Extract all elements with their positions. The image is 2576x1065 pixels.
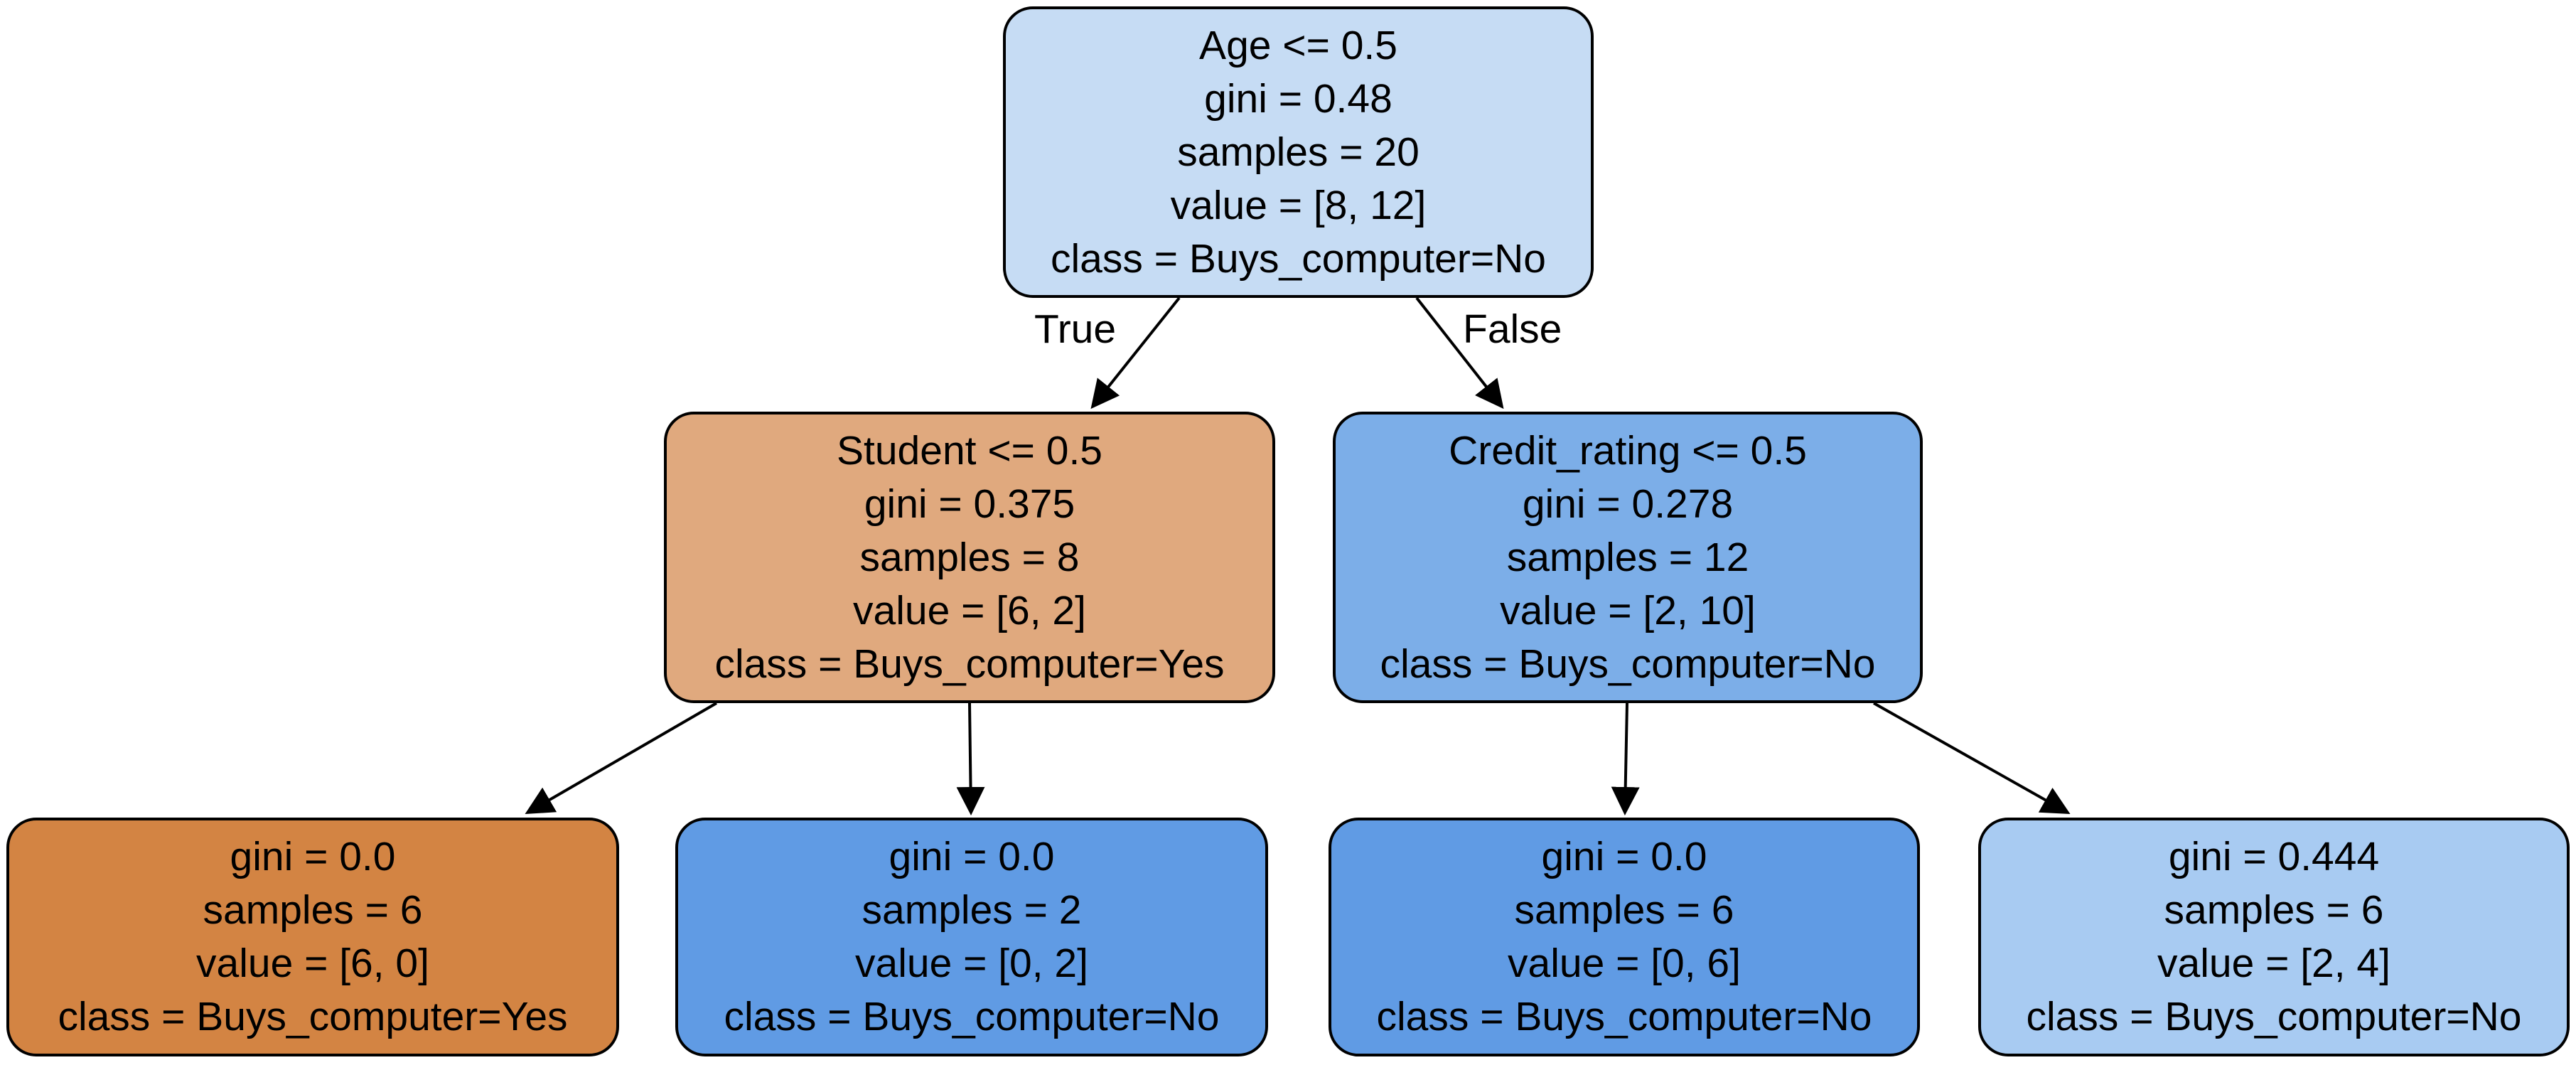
node-value: value = [0, 2]	[855, 941, 1088, 986]
tree-node-right: Credit_rating <= 0.5 gini = 0.278 sample…	[1333, 412, 1923, 703]
tree-leaf-left-right: gini = 0.0 samples = 2 value = [0, 2] cl…	[675, 818, 1268, 1056]
edge-label-false: False	[1463, 306, 1562, 352]
edge-right-to-right-right	[1873, 702, 2071, 814]
node-samples: samples = 6	[2164, 887, 2384, 933]
tree-leaf-left-left: gini = 0.0 samples = 6 value = [6, 0] cl…	[6, 818, 619, 1056]
node-value: value = [0, 6]	[1508, 941, 1741, 986]
edge-root-to-right	[1415, 296, 1504, 410]
tree-node-left: Student <= 0.5 gini = 0.375 samples = 8 …	[664, 412, 1275, 703]
node-value: value = [2, 10]	[1500, 587, 1756, 633]
node-class: class = Buys_computer=No	[2026, 994, 2522, 1039]
tree-leaf-right-left: gini = 0.0 samples = 6 value = [0, 6] cl…	[1329, 818, 1920, 1056]
node-gini: gini = 0.0	[1541, 834, 1707, 879]
node-split-rule: Age <= 0.5	[1199, 22, 1397, 68]
node-gini: gini = 0.48	[1204, 75, 1392, 122]
node-class: class = Buys_computer=No	[1051, 235, 1546, 282]
node-samples: samples = 8	[859, 534, 1080, 580]
node-gini: gini = 0.375	[864, 481, 1075, 527]
node-value: value = [6, 2]	[853, 587, 1086, 633]
node-gini: gini = 0.444	[2168, 834, 2380, 879]
node-class: class = Buys_computer=No	[1376, 994, 1872, 1039]
node-split-rule: Credit_rating <= 0.5	[1449, 427, 1807, 473]
node-class: class = Buys_computer=No	[724, 994, 1220, 1039]
edge-left-to-left-right	[956, 702, 985, 815]
node-gini: gini = 0.0	[889, 834, 1055, 879]
node-samples: samples = 12	[1506, 534, 1749, 580]
node-value: value = [8, 12]	[1170, 182, 1427, 228]
node-gini: gini = 0.278	[1522, 481, 1734, 527]
node-gini: gini = 0.0	[230, 834, 396, 879]
node-class: class = Buys_computer=No	[1380, 641, 1876, 687]
node-class: class = Buys_computer=Yes	[58, 994, 568, 1039]
tree-node-root: Age <= 0.5 gini = 0.48 samples = 20 valu…	[1003, 6, 1594, 298]
edge-left-to-left-left	[525, 702, 718, 815]
node-class: class = Buys_computer=Yes	[714, 641, 1225, 687]
tree-leaf-right-right: gini = 0.444 samples = 6 value = [2, 4] …	[1978, 818, 2570, 1056]
edge-root-to-left	[1090, 296, 1181, 410]
node-value: value = [6, 0]	[196, 941, 429, 986]
node-split-rule: Student <= 0.5	[837, 427, 1102, 473]
node-samples: samples = 6	[1514, 887, 1734, 933]
edge-right-to-right-left	[1611, 702, 1640, 815]
node-samples: samples = 2	[862, 887, 1082, 933]
node-value: value = [2, 4]	[2157, 941, 2390, 986]
node-samples: samples = 6	[203, 887, 423, 933]
edge-label-true: True	[1034, 306, 1117, 352]
node-samples: samples = 20	[1177, 129, 1420, 175]
